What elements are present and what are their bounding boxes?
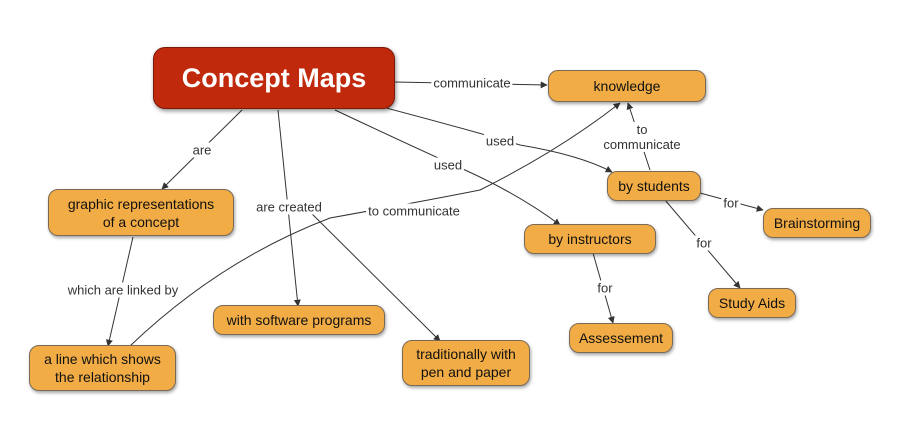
edge-label-are: are — [190, 142, 214, 158]
node-pen-and-paper[interactable]: traditionally with pen and paper — [402, 340, 530, 386]
edge-label-used-students: used — [483, 133, 517, 149]
edge-label-linked-by: which are linked by — [65, 282, 181, 298]
edge-label-used-instructors: used — [431, 157, 465, 173]
edge-label-are-created: are created — [254, 199, 324, 215]
edge-label-for-study-aids: for — [694, 235, 714, 251]
edge-label-communicate: communicate — [431, 75, 513, 91]
edge-label-for-assessement: for — [595, 280, 615, 296]
node-brainstorming[interactable]: Brainstorming — [763, 208, 871, 238]
node-assessement[interactable]: Assessement — [569, 323, 673, 353]
root-node-concept-maps[interactable]: Concept Maps — [153, 47, 395, 109]
node-software-programs[interactable]: with software programs — [213, 305, 385, 335]
node-knowledge[interactable]: knowledge — [548, 70, 706, 102]
edge-label-for-brainstorming: for — [721, 195, 741, 211]
edge-created-pen — [297, 199, 441, 342]
edge-label-to-communicate-students: to communicate — [601, 122, 683, 152]
node-line-relationship[interactable]: a line which shows the relationship — [29, 345, 176, 391]
edge-label-to-communicate-line: to communicate — [366, 203, 462, 219]
node-graphic-representations[interactable]: graphic representations of a concept — [48, 189, 234, 236]
node-by-students[interactable]: by students — [607, 171, 701, 201]
edge-used-instructors — [334, 109, 561, 226]
node-by-instructors[interactable]: by instructors — [524, 224, 656, 254]
node-study-aids[interactable]: Study Aids — [708, 288, 796, 318]
